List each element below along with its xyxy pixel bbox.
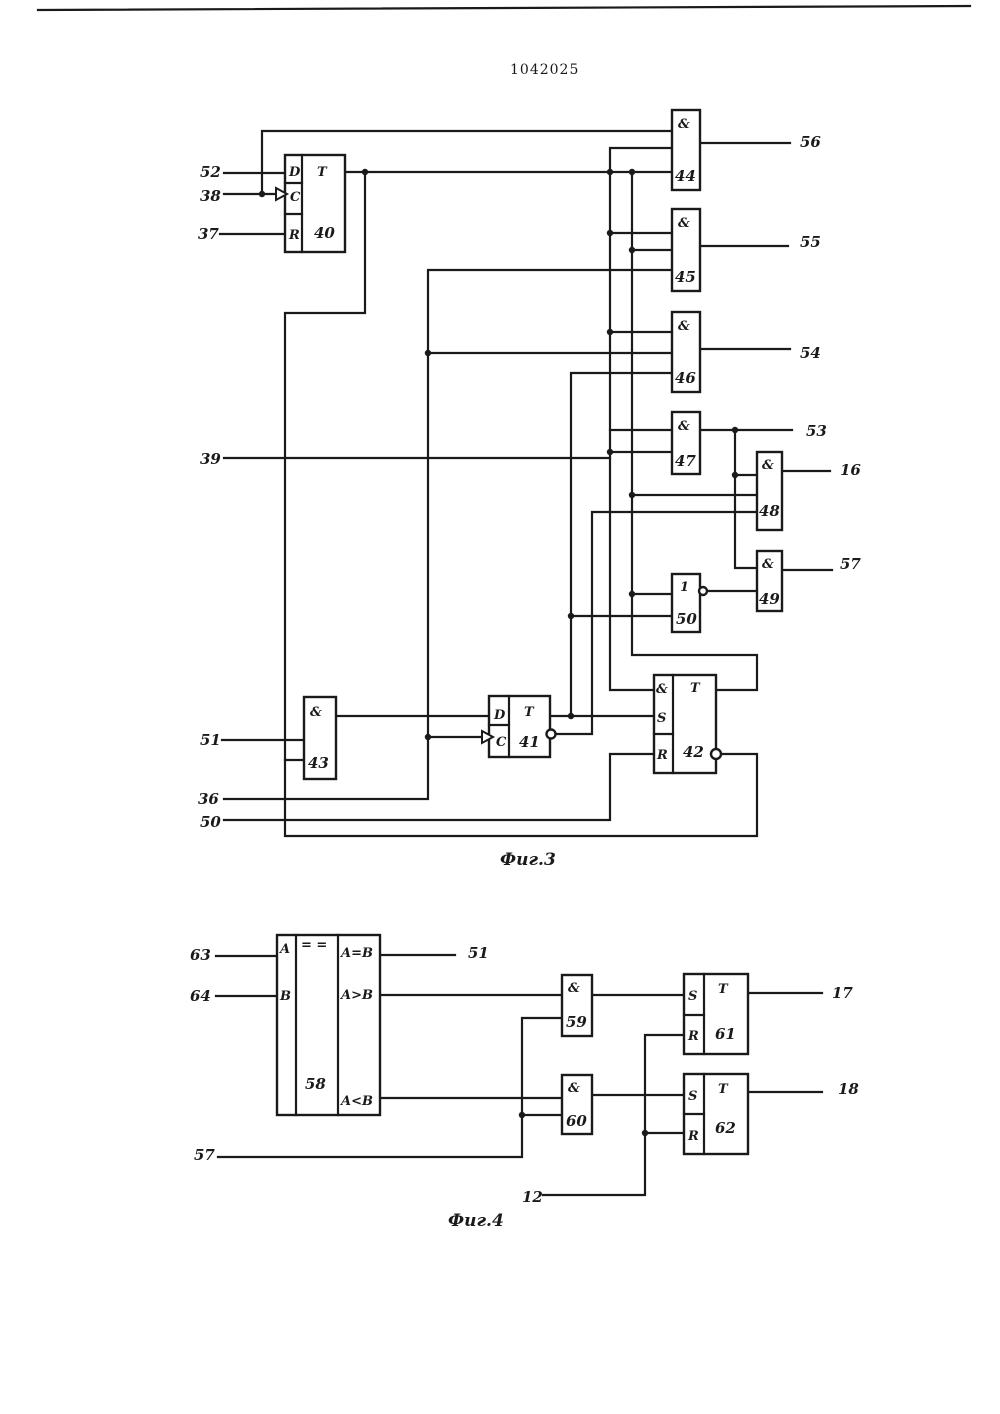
block-number: 41 [519,733,540,751]
trigger-62: S R T 62 [684,1074,748,1154]
fig4-input-64: 64 [190,987,211,1005]
fig4-output-18: 18 [838,1080,859,1098]
pin-r: R [656,748,668,763]
gate-59: & 59 [562,975,592,1036]
pin-r: R [288,228,300,243]
block-function: & [678,419,690,434]
pin-d: D [493,708,506,723]
trigger-41: D C T 41 [482,696,556,757]
block-number: 46 [675,369,696,387]
pin-r: R [687,1029,699,1044]
pin-c: C [496,735,507,750]
gate-44: & 44 [672,110,700,190]
block-number: 40 [314,224,335,242]
gate-47: & 47 [672,412,700,474]
block-function: & [678,117,690,132]
fig4-output-51: 51 [468,944,489,962]
block-number: 58 [305,1075,326,1093]
fig3-caption: Фиг.3 [500,850,556,870]
block-number: 47 [675,452,696,470]
fig3-output-16: 16 [840,461,861,479]
block-number: 50 [676,610,697,628]
block-function: 1 [680,580,689,595]
pin-d: D [288,165,301,180]
fig3-input-36: 36 [198,790,219,808]
trigger-40: D C R T 40 [276,155,345,252]
block-function: & [762,458,774,473]
fig4-caption: Фиг.4 [448,1211,504,1231]
fig3-input-39: 39 [200,450,221,468]
block-function: & [568,1081,580,1096]
gate-43: & 43 [304,697,336,779]
pin-c: C [290,190,301,205]
gate-49: & 49 [757,551,782,611]
fig3-input-37: 37 [198,225,219,243]
fig3-input-50: 50 [200,813,221,831]
pin-and: & [656,682,668,697]
pin-b: B [279,989,291,1004]
gate-48: & 48 [757,452,782,530]
block-function: & [678,216,690,231]
block-number: 48 [759,502,780,520]
block-function: T [524,705,535,720]
fig4-diagram: 63 64 57 12 51 17 18 A B = = A=B A>B A<B… [190,935,859,1231]
fig3-input-51: 51 [200,731,221,749]
fig3-diagram: 52 38 37 39 51 36 50 56 55 54 53 16 57 D… [198,110,861,870]
block-function: T [690,681,701,696]
fig4-input-63: 63 [190,946,211,964]
block-number: 59 [566,1013,587,1031]
pin-a-eq-b: A=B [339,946,373,961]
block-function: & [762,557,774,572]
fig3-output-54: 54 [800,344,821,362]
gate-50-nor: 1 50 [672,574,707,632]
pin-a: A [278,942,290,957]
block-function: & [678,319,690,334]
pin-s: S [657,711,666,726]
block-function: & [568,981,580,996]
block-number: 60 [566,1112,587,1130]
block-number: 42 [683,743,704,761]
fig3-output-56: 56 [800,133,821,151]
pin-r: R [687,1129,699,1144]
fig3-input-52: 52 [200,163,221,181]
page-top-rule [38,6,970,10]
fig4-input-57: 57 [194,1146,215,1164]
block-number: 43 [308,754,329,772]
trigger-61: S R T 61 [684,974,748,1054]
gate-45: & 45 [672,209,700,291]
patent-number: 1042025 [510,62,579,78]
block-function: T [718,1082,729,1097]
fig4-output-17: 17 [832,984,853,1002]
pin-a-lt-b: A<B [339,1094,373,1109]
block-number: 62 [715,1119,736,1137]
fig3-output-57: 57 [840,555,861,573]
fig3-output-53: 53 [806,422,827,440]
fig4-input-12: 12 [522,1188,543,1206]
block-function: T [718,982,729,997]
comparator-58: A B = = A=B A>B A<B 58 [277,935,380,1115]
pin-s: S [688,1089,697,1104]
trigger-42: & S R T 42 [654,675,721,773]
gate-46: & 46 [672,312,700,392]
pin-s: S [688,989,697,1004]
block-function: T [317,165,328,180]
block-number: 49 [759,590,780,608]
fig3-output-55: 55 [800,233,821,251]
block-number: 44 [675,167,696,185]
gate-60: & 60 [562,1075,592,1134]
block-function: & [310,705,322,720]
block-number: 61 [715,1025,736,1043]
block-function: = = [301,938,327,953]
fig3-input-38: 38 [200,187,221,205]
pin-a-gt-b: A>B [339,988,373,1003]
block-number: 45 [675,268,696,286]
